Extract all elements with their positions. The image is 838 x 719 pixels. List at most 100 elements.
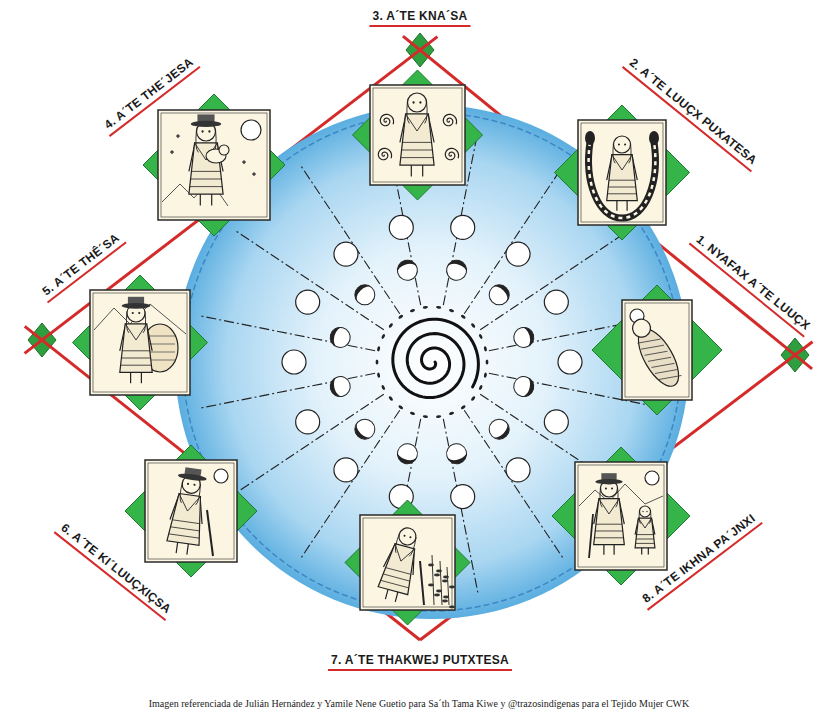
glyph-mark bbox=[460, 314, 466, 319]
plant-leaf bbox=[434, 574, 440, 577]
radial-line bbox=[480, 394, 628, 493]
crescent-moon bbox=[351, 281, 379, 309]
diamond-speck bbox=[252, 172, 256, 176]
glyph-mark bbox=[398, 405, 404, 410]
plant-leaf bbox=[436, 590, 442, 593]
person-hat-brim bbox=[595, 479, 622, 484]
full-moon bbox=[296, 290, 320, 314]
moon-shadow bbox=[447, 451, 469, 466]
stage-label: 3. A´TE KNA´SA bbox=[369, 9, 470, 27]
person-head bbox=[614, 136, 631, 153]
green-diamond bbox=[125, 445, 257, 577]
person-eye bbox=[605, 487, 607, 489]
green-diamond bbox=[143, 94, 285, 236]
glyph-mark bbox=[376, 359, 379, 364]
card-paper bbox=[158, 110, 270, 220]
card-inner-border bbox=[148, 463, 234, 559]
full-moon bbox=[451, 215, 475, 239]
moon-shadow bbox=[521, 325, 536, 347]
stage-label: 5. A´TE THÊ´SA bbox=[37, 229, 127, 304]
plant-stem bbox=[440, 561, 442, 605]
glyph-mark bbox=[423, 306, 428, 309]
person-dress bbox=[607, 155, 638, 201]
full-moon bbox=[451, 485, 475, 509]
glyph-mark bbox=[381, 333, 386, 339]
dress-stripe bbox=[171, 527, 200, 531]
moon-disc bbox=[395, 442, 419, 466]
moon-disc bbox=[395, 258, 419, 282]
person-eye bbox=[642, 511, 643, 512]
moon-disc bbox=[512, 325, 536, 349]
moon-disc bbox=[444, 442, 468, 466]
radial-line bbox=[236, 231, 384, 330]
person-eye bbox=[419, 101, 421, 103]
dress-stripe bbox=[636, 543, 655, 544]
dress-stripe bbox=[191, 179, 222, 180]
crescent-moon bbox=[512, 325, 536, 349]
full-moon bbox=[506, 458, 530, 482]
glyph-mark bbox=[470, 396, 476, 402]
moon-shadow bbox=[492, 281, 513, 302]
card-inner-border bbox=[93, 293, 187, 392]
green-diamond bbox=[552, 447, 690, 585]
dress-stripe bbox=[594, 537, 623, 538]
person-eye bbox=[624, 143, 626, 145]
plant-leaf bbox=[443, 576, 449, 579]
dress-stripe bbox=[191, 171, 220, 172]
moon-shadow bbox=[395, 451, 417, 466]
glyph-mark bbox=[423, 415, 428, 418]
snake-head bbox=[585, 131, 595, 145]
glyph-mark bbox=[449, 411, 455, 415]
stage-card bbox=[552, 447, 690, 585]
dress-stripe bbox=[607, 193, 636, 194]
person-figure bbox=[400, 93, 434, 177]
dress-stripe bbox=[172, 520, 199, 524]
plant-leaf bbox=[449, 586, 455, 589]
dress-stripe bbox=[121, 358, 150, 359]
full-moon bbox=[558, 350, 582, 374]
card-paper bbox=[145, 460, 237, 562]
moon-shadow bbox=[395, 258, 417, 273]
stage-card bbox=[353, 70, 483, 200]
glyph-mark bbox=[486, 359, 489, 364]
person-figure bbox=[120, 297, 152, 383]
stage-label: 6. A´TE KI´LUUÇXIÇSA bbox=[54, 519, 177, 621]
spiral-symbol bbox=[378, 148, 391, 159]
person-figure bbox=[165, 466, 209, 556]
sun-symbol bbox=[645, 471, 659, 485]
sun-symbol bbox=[214, 469, 228, 483]
glyph-mark bbox=[483, 372, 487, 378]
stage-label: 8. A´TE IKHNA PA´JNXI bbox=[637, 509, 762, 610]
crescent-moon bbox=[395, 258, 419, 282]
card-paper bbox=[575, 462, 667, 570]
card-paper bbox=[578, 120, 666, 225]
baby-head bbox=[629, 316, 654, 341]
radial-line bbox=[201, 316, 376, 351]
card-paper bbox=[370, 85, 465, 185]
radial-line bbox=[201, 373, 376, 408]
card-paper bbox=[90, 290, 190, 395]
plant-stem bbox=[447, 567, 449, 605]
stage-label: 7. A´TE THAKWEJ PUTXTESA bbox=[328, 653, 512, 671]
moon-disc bbox=[444, 258, 468, 282]
crescent-moon bbox=[444, 442, 468, 466]
baby-head bbox=[219, 145, 229, 155]
crescent-moon bbox=[444, 258, 468, 282]
person-figure bbox=[594, 473, 625, 555]
full-moon bbox=[506, 242, 530, 266]
crescent-moon bbox=[395, 442, 419, 466]
moon-shadow bbox=[328, 377, 343, 399]
card-inner-border bbox=[625, 303, 689, 397]
card-inner-border bbox=[373, 88, 462, 182]
stage-card bbox=[143, 94, 285, 236]
sun-symbol bbox=[241, 120, 261, 140]
moon-disc bbox=[485, 415, 513, 443]
plant-stem bbox=[432, 555, 434, 605]
glyph-mark bbox=[377, 346, 381, 352]
glyph-mark bbox=[470, 323, 476, 329]
spiral bbox=[393, 319, 479, 397]
plant-leaf bbox=[428, 564, 434, 567]
person-dress bbox=[167, 493, 206, 546]
wrap-line bbox=[658, 369, 681, 387]
plant-leaf bbox=[442, 580, 448, 583]
